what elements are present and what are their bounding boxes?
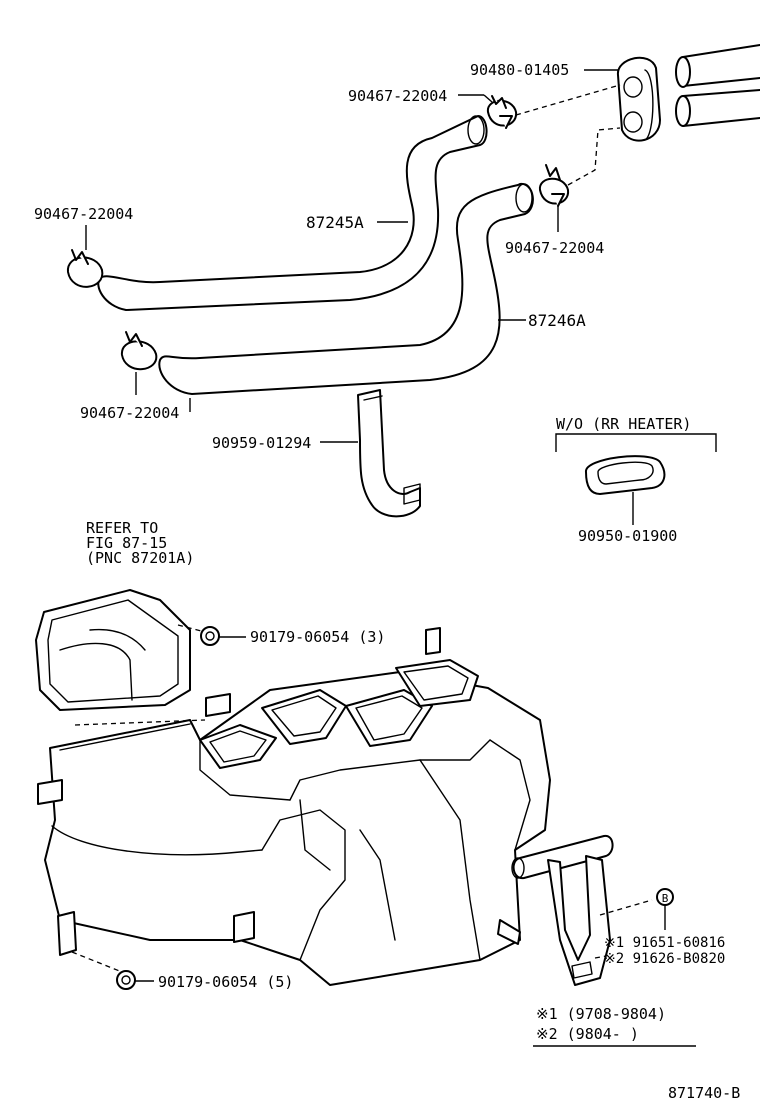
bracket — [357, 389, 421, 518]
mounting-tabs — [37, 627, 521, 956]
support-bracket — [511, 834, 614, 986]
label-refer-line2: FIG 87-15 — [86, 534, 167, 552]
duct-adapter — [35, 589, 191, 711]
hose-lower — [158, 182, 534, 395]
nut-upper — [200, 626, 220, 646]
hose-upper — [97, 115, 488, 311]
heater-case — [44, 671, 551, 986]
label-nut-upper: 90179-06054 (3) — [250, 628, 385, 646]
label-nut-lower: 90179-06054 (5) — [158, 973, 293, 991]
label-refer-line3: (PNC 87201A) — [86, 549, 194, 567]
clamp-left-lower — [120, 331, 158, 371]
label-grommet-top: 90480-01405 — [470, 61, 569, 79]
label-bolt-line1: ※1 91651-60816 — [604, 935, 725, 951]
grommet-wo — [585, 455, 666, 495]
label-clamp-top: 90467-22004 — [348, 87, 447, 105]
bolt-marker-label: B — [662, 892, 669, 905]
case-openings — [199, 659, 479, 769]
clamp-right — [538, 164, 570, 207]
label-hose-lower: 87246A — [528, 311, 586, 330]
label-legend-line1: ※1 (9708-9804) — [536, 1005, 666, 1023]
label-bolt-line2: ※2 91626-B0820 — [604, 951, 725, 967]
label-clamp-left-upper: 90467-22004 — [34, 205, 133, 223]
label-figure-code: 871740-B — [668, 1084, 740, 1102]
clamp-top — [486, 95, 518, 129]
label-clamp-left-lower: 90467-22004 — [80, 404, 179, 422]
pipe-stubs — [675, 44, 760, 127]
clamp-left-upper — [66, 249, 104, 288]
label-clamp-right: 90467-22004 — [505, 239, 604, 257]
label-legend-line2: ※2 (9804- ) — [536, 1025, 639, 1043]
nut-lower — [116, 970, 136, 990]
label-bracket: 90959-01294 — [212, 434, 311, 452]
grommet-top — [617, 56, 661, 142]
label-hose-upper: 87245A — [306, 213, 364, 232]
label-refer-line1: REFER TO — [86, 519, 158, 537]
label-wo-heading: W/O (RR HEATER) — [556, 415, 691, 433]
label-grommet-wo: 90950-01900 — [578, 527, 677, 545]
